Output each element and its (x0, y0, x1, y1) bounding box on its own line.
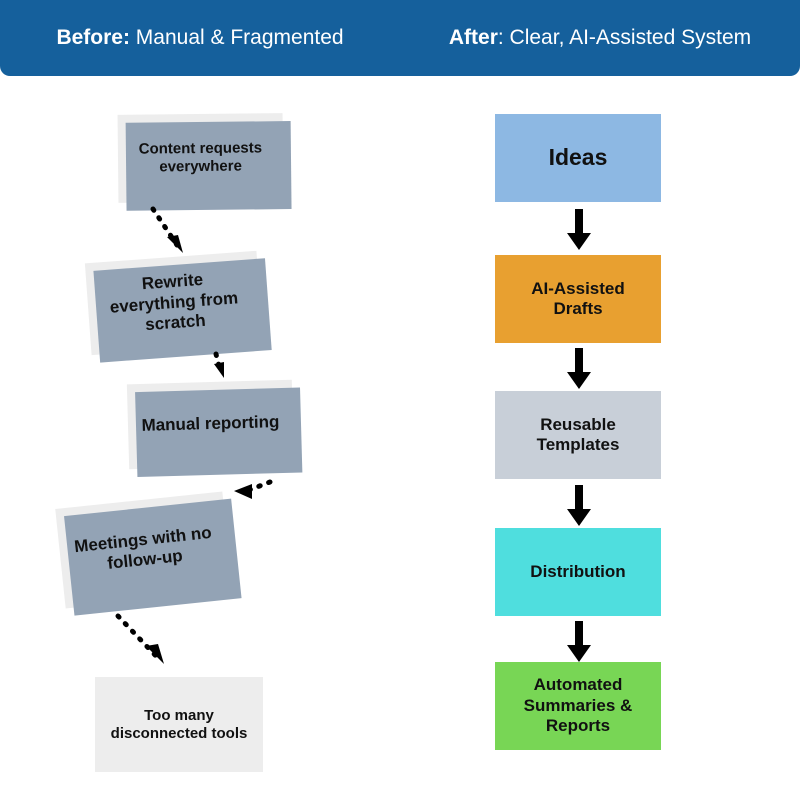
before-connector-4-arrow (110, 612, 190, 682)
header-before-rest: Manual & Fragmented (129, 25, 344, 49)
after-node-ideas[interactable]: Ideas (495, 114, 669, 210)
after-connector-4-arrow (566, 621, 592, 663)
header-before-lead: Before: (56, 25, 130, 49)
before-connector-1-arrow (145, 205, 205, 265)
header-after-rest: : Clear, AI-Assisted System (497, 25, 752, 49)
after-node-ideas-label: Ideas (548, 144, 608, 171)
after-node-reusable-templates-label: Reusable Templates (536, 414, 620, 454)
before-node-content-requests[interactable]: Content requests everywhere (117, 113, 284, 203)
before-node-too-many-tools[interactable]: Too many disconnected tools (95, 677, 271, 780)
header-title-before: Before: Manual & Fragmented (0, 25, 400, 52)
after-connector-1-arrow (566, 209, 592, 251)
after-connector-3-arrow (566, 485, 592, 527)
before-node-rewrite-everything[interactable]: Rewrite everything from scratch (84, 250, 264, 356)
before-node-meetings-no-followup-label: Meetings with no follow-up (73, 522, 213, 573)
header-after-lead: After (448, 25, 498, 49)
after-node-ai-assisted-drafts-label: AI-Assisted Drafts (531, 278, 625, 318)
before-node-meetings-no-followup[interactable]: Meetings with no follow-up (55, 491, 233, 609)
after-node-distribution-label: Distribution (530, 561, 626, 581)
after-node-reusable-templates[interactable]: Reusable Templates (495, 391, 669, 487)
header-banner: Before: Manual & Fragmented After: Clear… (0, 0, 800, 76)
before-node-manual-reporting[interactable]: Manual reporting (126, 379, 295, 470)
before-connector-3-arrow (214, 472, 276, 512)
before-connector-2-arrow (198, 351, 248, 400)
after-connector-2-arrow (566, 348, 592, 390)
after-node-ai-assisted-drafts[interactable]: AI-Assisted Drafts (495, 255, 669, 351)
after-node-automated-summaries-reports[interactable]: Automated Summaries & Reports (495, 662, 669, 758)
before-node-rewrite-everything-label: Rewrite everything from scratch (109, 270, 239, 335)
header-title-after: After: Clear, AI-Assisted System (400, 25, 800, 52)
after-node-automated-summaries-reports-label: Automated Summaries & Reports (523, 675, 633, 736)
before-node-too-many-tools-label: Too many disconnected tools (110, 706, 248, 742)
before-node-manual-reporting-label: Manual reporting (141, 412, 280, 436)
before-node-content-requests-label: Content requests everywhere (138, 139, 263, 176)
after-node-distribution[interactable]: Distribution (495, 528, 669, 624)
